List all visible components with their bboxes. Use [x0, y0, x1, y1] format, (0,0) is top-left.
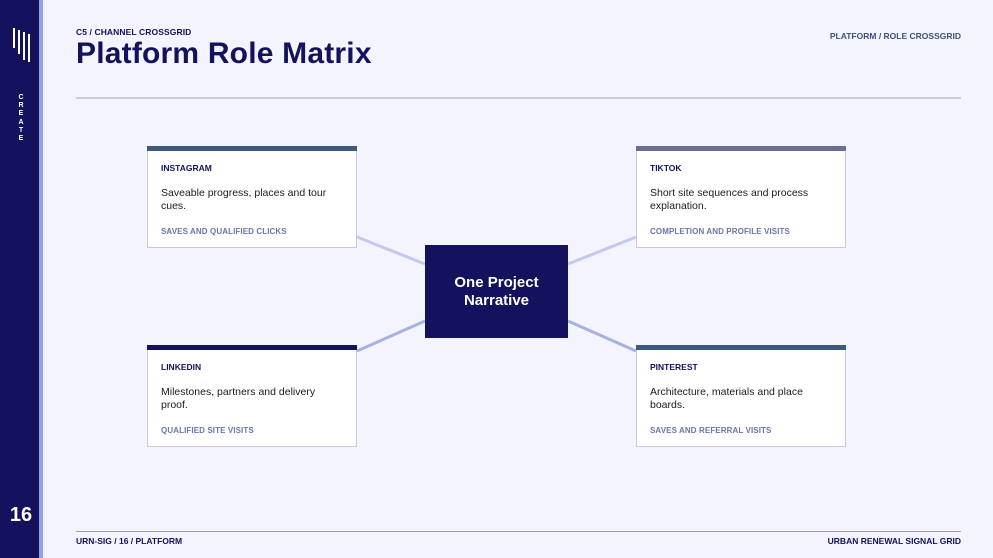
card-metric: COMPLETION AND PROFILE VISITS	[650, 227, 790, 236]
card-color-bar	[636, 345, 846, 350]
card-description: Architecture, materials and place boards…	[650, 386, 803, 411]
footer-divider	[76, 531, 961, 532]
sidebar: C R E A T E 16	[0, 0, 39, 558]
sidebar-accent-stripe	[39, 0, 43, 558]
page-number: 16	[9, 504, 33, 526]
connector-pinterest	[567, 319, 637, 353]
brand-logo-icon	[13, 28, 30, 62]
platform-card-pinterest: PINTEREST Architecture, materials and pl…	[636, 345, 846, 447]
connector-linkedin	[356, 319, 426, 353]
sidebar-letter: E	[18, 110, 24, 118]
sidebar-letter: E	[18, 135, 24, 143]
card-platform-name: PINTEREST	[650, 362, 698, 372]
card-metric: SAVES AND REFERRAL VISITS	[650, 426, 772, 435]
connector-instagram	[356, 235, 426, 266]
card-metric: SAVES AND QUALIFIED CLICKS	[161, 227, 287, 236]
sidebar-letter: T	[18, 126, 24, 134]
platform-card-linkedin: LINKEDIN Milestones, partners and delive…	[147, 345, 357, 447]
section-kicker: C5 / CHANNEL CROSSGRID	[76, 27, 192, 37]
card-description: Short site sequences and process explana…	[650, 187, 809, 212]
card-metric: QUALIFIED SITE VISITS	[161, 426, 254, 435]
sidebar-letter: R	[18, 102, 24, 110]
card-color-bar	[147, 146, 357, 151]
card-description: Milestones, partners and delivery proof.	[161, 386, 316, 411]
card-platform-name: INSTAGRAM	[161, 163, 212, 173]
sidebar-letter: C	[18, 94, 24, 101]
platform-card-tiktok: TIKTOK Short site sequences and process …	[636, 146, 846, 248]
footer-right-label: URBAN RENEWAL SIGNAL GRID	[827, 536, 961, 546]
central-hub: One Project Narrative	[425, 245, 568, 338]
connector-tiktok	[567, 235, 637, 266]
sidebar-vertical-word: C R E A T E	[15, 94, 27, 143]
platform-card-instagram: INSTAGRAM Saveable progress, places and …	[147, 146, 357, 248]
footer-left-label: URN-SIG / 16 / PLATFORM	[76, 536, 183, 546]
card-color-bar	[147, 345, 357, 350]
card-platform-name: LINKEDIN	[161, 362, 202, 372]
card-platform-name: TIKTOK	[650, 163, 682, 173]
card-color-bar	[636, 146, 846, 151]
hub-label: One Project Narrative	[454, 274, 539, 309]
card-description: Saveable progress, places and tour cues.	[161, 187, 327, 212]
sidebar-letter: A	[18, 118, 24, 126]
header-divider	[76, 97, 961, 99]
page-title: Platform Role Matrix	[76, 37, 372, 70]
header-right-label: PLATFORM / ROLE CROSSGRID	[829, 31, 961, 41]
